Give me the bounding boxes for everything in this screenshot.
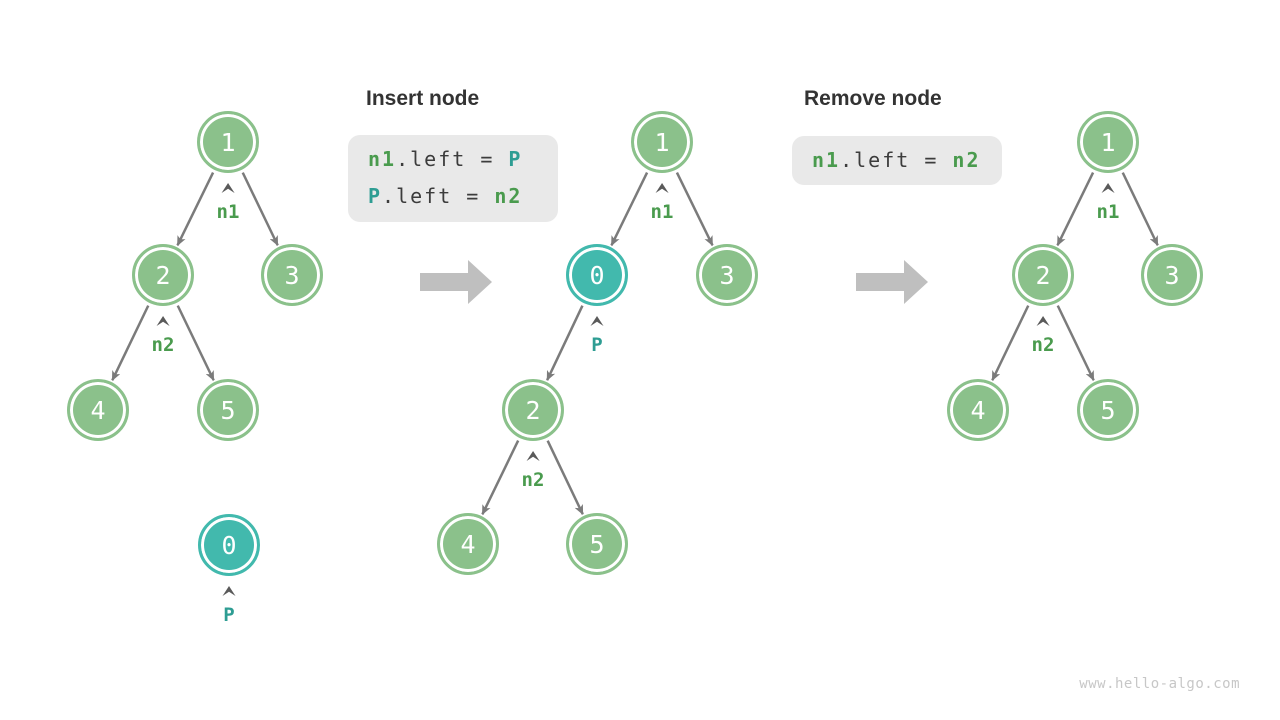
node-value: 4 (90, 395, 106, 425)
transition-arrow-icon (856, 260, 928, 304)
middle-tree-node-p: 0 (566, 244, 628, 306)
pointer-label: n2 (521, 469, 545, 491)
node-value: 1 (1100, 127, 1116, 157)
caret-up-icon (221, 183, 235, 193)
left-tree-node-5: 5 (197, 379, 259, 441)
node-value: 4 (460, 529, 476, 559)
left-tree-node-2: 2 (132, 244, 194, 306)
code-token-p: P (368, 184, 383, 208)
node-value: 5 (589, 529, 605, 559)
watermark: www.hello-algo.com (1079, 676, 1240, 692)
pointer-p-middle: P (590, 316, 604, 356)
caret-up-icon (1101, 183, 1115, 193)
node-value: 3 (1164, 260, 1180, 290)
left-tree-node-1: 1 (197, 111, 259, 173)
middle-tree-node-1: 1 (631, 111, 693, 173)
left-tree-node-4: 4 (67, 379, 129, 441)
node-value: 4 (970, 395, 986, 425)
right-tree-node-1: 1 (1077, 111, 1139, 173)
caret-up-icon (1036, 316, 1050, 326)
remove-section-title: Remove node (804, 87, 942, 110)
code-token-plain: .left = (840, 148, 953, 172)
middle-tree-node-5: 5 (566, 513, 628, 575)
code-token-n2: n2 (494, 184, 523, 208)
node-value: 1 (654, 127, 670, 157)
pointer-n1-left: n1 (216, 183, 240, 223)
pointer-n2-middle: n2 (521, 451, 545, 491)
right-tree-node-5: 5 (1077, 379, 1139, 441)
node-value: 3 (719, 260, 735, 290)
pointer-label: P (591, 334, 603, 356)
code-token-plain: .left = (382, 184, 495, 208)
node-value: 2 (525, 395, 541, 425)
transition-arrow-icon (420, 260, 492, 304)
pointer-p-left: P (222, 586, 236, 626)
right-tree-node-4: 4 (947, 379, 1009, 441)
left-tree-node-3: 3 (261, 244, 323, 306)
caret-up-icon (156, 316, 170, 326)
node-value: 0 (589, 260, 605, 290)
caret-up-icon (222, 586, 236, 596)
pointer-label: n1 (1096, 201, 1120, 223)
node-value: 2 (1035, 260, 1051, 290)
node-value: 3 (284, 260, 300, 290)
code-token-plain: .left = (396, 147, 509, 171)
pointer-label: n1 (216, 201, 240, 223)
pointer-label: n2 (1031, 334, 1055, 356)
pointer-n2-right: n2 (1031, 316, 1055, 356)
pointer-n1-middle: n1 (650, 183, 674, 223)
code-line: n1.left = P (368, 141, 558, 178)
code-token-n2: n2 (952, 148, 981, 172)
node-value: 1 (220, 127, 236, 157)
middle-tree-node-3: 3 (696, 244, 758, 306)
insert-section-title: Insert node (366, 87, 480, 110)
left-tree-node-p: 0 (198, 514, 260, 576)
remove-code-box: n1.left = n2 (792, 136, 1002, 185)
pointer-label: P (223, 604, 235, 626)
code-token-n1: n1 (368, 147, 397, 171)
code-line: n1.left = n2 (812, 142, 1002, 179)
code-line: P.left = n2 (368, 178, 558, 215)
middle-tree-node-2: 2 (502, 379, 564, 441)
caret-up-icon (655, 183, 669, 193)
right-tree-node-2: 2 (1012, 244, 1074, 306)
node-value: 5 (220, 395, 236, 425)
pointer-label: n1 (650, 201, 674, 223)
insert-code-box: n1.left = P P.left = n2 (348, 135, 558, 222)
pointer-n1-right: n1 (1096, 183, 1120, 223)
right-tree-node-3: 3 (1141, 244, 1203, 306)
code-token-p: P (508, 147, 523, 171)
caret-up-icon (590, 316, 604, 326)
middle-tree-node-4: 4 (437, 513, 499, 575)
code-token-n1: n1 (812, 148, 841, 172)
node-value: 5 (1100, 395, 1116, 425)
pointer-label: n2 (151, 334, 175, 356)
node-value: 2 (155, 260, 171, 290)
caret-up-icon (526, 451, 540, 461)
pointer-n2-left: n2 (151, 316, 175, 356)
node-value: 0 (221, 530, 237, 560)
